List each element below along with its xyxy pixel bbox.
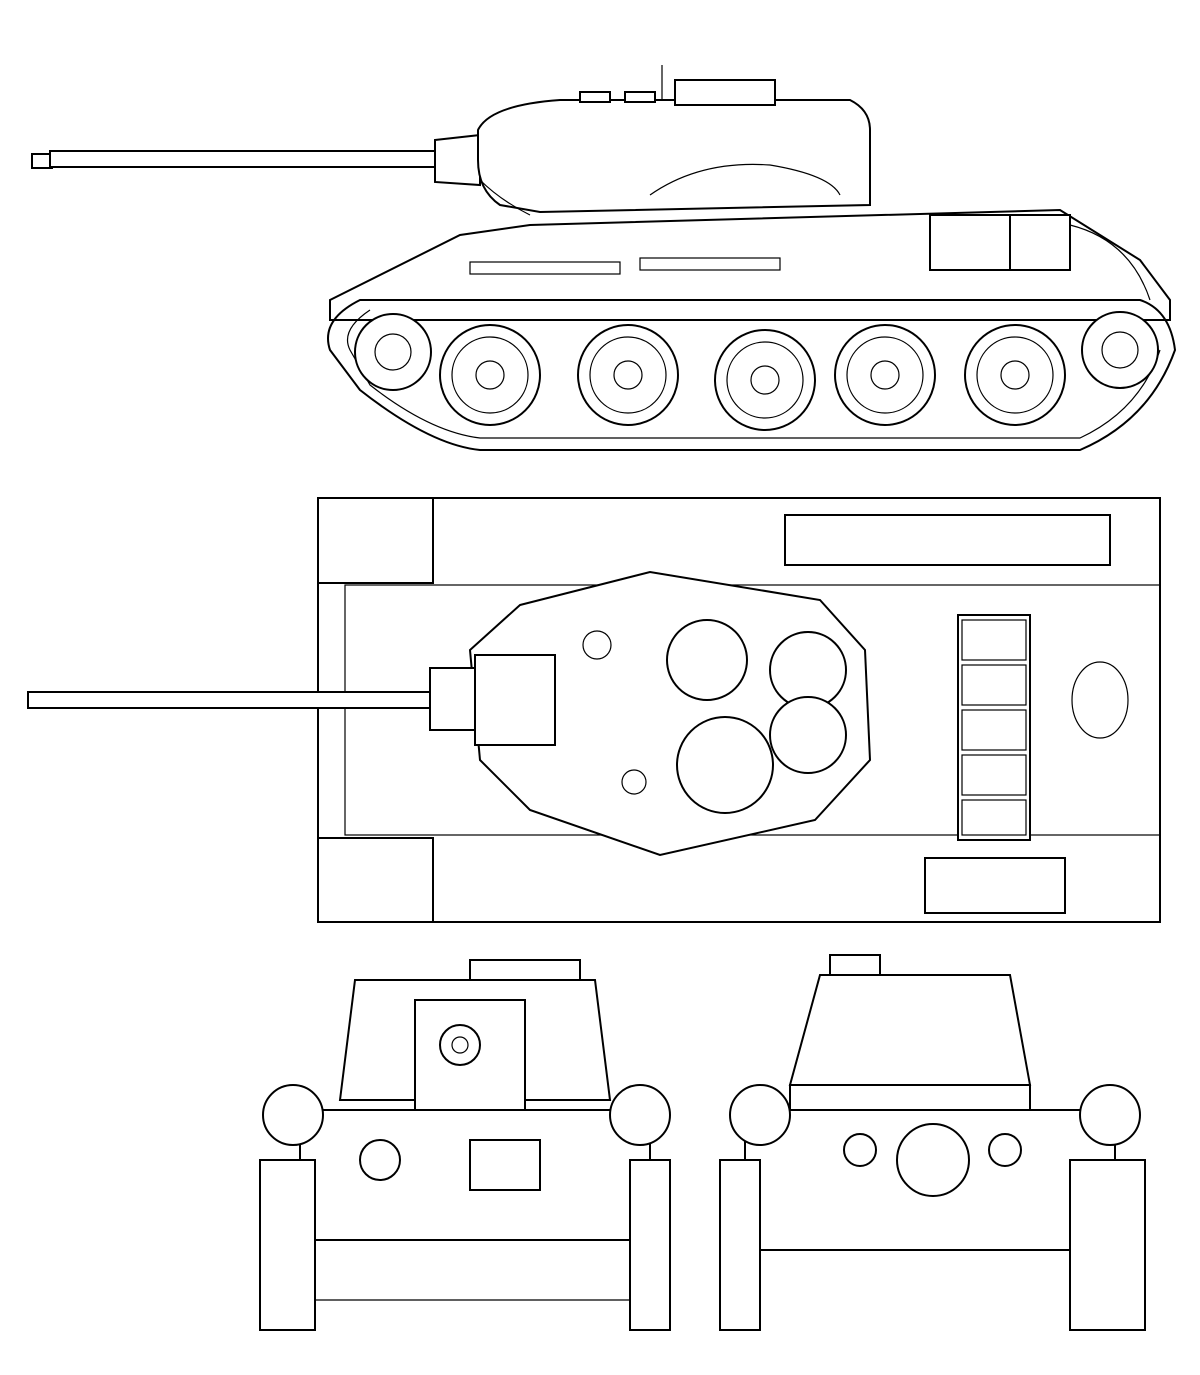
side-turret	[477, 65, 871, 216]
side-track	[327, 299, 1177, 451]
rear-right-track	[1069, 1159, 1146, 1331]
front-left-track	[259, 1159, 316, 1331]
top-gun-barrel	[27, 691, 439, 709]
front-view	[259, 959, 671, 1331]
top-engine-grille	[957, 614, 1031, 841]
rear-access-hatch	[896, 1123, 970, 1197]
front-gun-mantlet	[414, 999, 526, 1111]
top-turret	[429, 570, 872, 857]
rear-view	[719, 954, 1146, 1331]
rear-left-track	[719, 1159, 761, 1331]
side-gun-barrel	[31, 133, 481, 187]
side-road-wheels	[354, 311, 1159, 431]
side-hull	[329, 208, 1171, 321]
top-view	[27, 497, 1161, 923]
front-right-track	[629, 1159, 671, 1331]
side-view	[31, 65, 1177, 451]
